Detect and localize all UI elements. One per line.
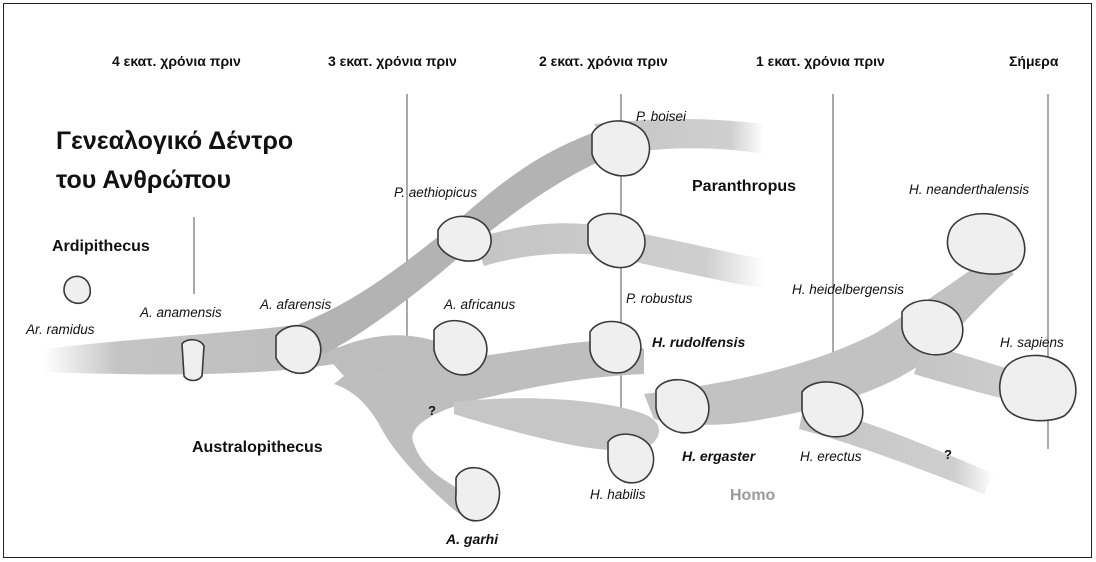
label-a-afarensis: A. afarensis	[259, 297, 332, 312]
genus-australopithecus: Australopithecus	[192, 439, 323, 456]
skull-p-robustus	[588, 214, 645, 268]
time-label-4mya: 4 εκατ. χρόνια πριν	[112, 53, 241, 69]
diagram-title-line2: του Ανθρώπου	[56, 166, 231, 194]
unknown-mark-australopithecus: ?	[428, 403, 436, 418]
diagram-title-line1: Γενεαλογικό Δέντρο	[56, 127, 293, 155]
skull-p-aethiopicus	[438, 216, 491, 261]
label-ar-ramidus: Ar. ramidus	[25, 322, 95, 337]
skull-p-boisei	[592, 121, 649, 176]
label-h-erectus: H. erectus	[800, 449, 862, 464]
time-label-2mya: 2 εκατ. χρόνια πριν	[539, 53, 668, 69]
label-h-habilis: H. habilis	[590, 487, 646, 502]
label-h-rudolfensis: H. rudolfensis	[652, 334, 746, 350]
label-h-heidelbergensis: H. heidelbergensis	[792, 282, 904, 297]
genus-homo: Homo	[730, 487, 776, 504]
time-label-1mya: 1 εκατ. χρόνια πριν	[756, 53, 885, 69]
label-h-neanderthalensis: H. neanderthalensis	[909, 182, 1029, 197]
time-label-3mya: 3 εκατ. χρόνια πριν	[328, 53, 457, 69]
label-a-garhi: A. garhi	[445, 531, 499, 547]
skull-a-garhi	[456, 468, 500, 521]
diagram-frame: 4 εκατ. χρόνια πριν 3 εκατ. χρόνια πριν …	[3, 3, 1092, 558]
label-p-boisei: P. boisei	[636, 109, 687, 124]
skull-a-anamensis	[182, 340, 204, 381]
skull-h-neanderthalensis	[947, 214, 1024, 274]
time-label-today: Σήμερα	[1009, 53, 1059, 69]
label-h-ergaster: H. ergaster	[682, 448, 757, 464]
label-h-sapiens: H. sapiens	[1000, 335, 1064, 350]
skull-a-africanus	[434, 321, 487, 375]
label-a-anamensis: A. anamensis	[139, 305, 222, 320]
skull-h-sapiens	[1000, 355, 1076, 420]
genus-ardipithecus: Ardipithecus	[52, 238, 150, 255]
skull-a-afarensis	[276, 326, 321, 373]
label-p-robustus: P. robustus	[626, 291, 693, 306]
label-a-africanus: A. africanus	[443, 297, 516, 312]
skull-ar-ramidus	[64, 276, 90, 303]
unknown-mark-erectus: ?	[944, 447, 952, 462]
label-p-aethiopicus: P. aethiopicus	[394, 185, 477, 200]
skull-h-ergaster	[656, 380, 709, 433]
family-tree-diagram: 4 εκατ. χρόνια πριν 3 εκατ. χρόνια πριν …	[4, 4, 1092, 558]
skull-h-habilis	[608, 434, 654, 483]
genus-paranthropus: Paranthropus	[692, 178, 796, 195]
skull-h-rudolfensis	[590, 322, 641, 373]
